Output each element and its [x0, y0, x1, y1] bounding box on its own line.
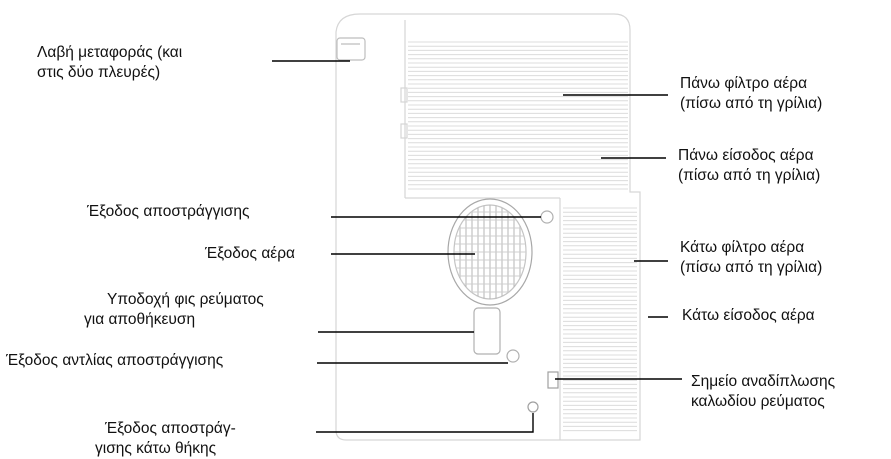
- lower-air-grille: [563, 207, 637, 432]
- label-drain-outlet: Έξοδος αποστράγγισης: [87, 202, 249, 222]
- label-line: Έξοδος αποστράγγισης: [87, 203, 250, 220]
- label-line: (πίσω από τη γρίλια): [678, 167, 821, 184]
- label-line: Κάτω είσοδος αέρα: [682, 307, 815, 324]
- side-slots: [400, 87, 408, 139]
- label-lower-filter: Κάτω φίλτρο αέρα (πίσω από τη γρίλια): [680, 238, 822, 278]
- cord-wrap-hook: [547, 371, 559, 389]
- label-line: Έξοδος αέρα: [205, 245, 295, 262]
- label-line: Λαβή μεταφοράς (και: [37, 44, 183, 61]
- upper-air-grille: [408, 41, 628, 190]
- device-body: [335, 13, 641, 441]
- label-line: καλωδίου ρεύματος: [691, 393, 825, 410]
- label-plug-storage: Υποδοχή φις ρεύματος για αποθήκευση: [84, 290, 264, 330]
- plug-storage-socket: [473, 307, 501, 355]
- label-line: για αποθήκευση: [84, 311, 196, 328]
- label-carry-handle: Λαβή μεταφοράς (και στις δύο πλευρές): [37, 43, 182, 83]
- label-air-outlet: Έξοδος αέρα: [205, 244, 295, 264]
- label-line: Έξοδος αντλίας αποστράγγισης: [6, 352, 224, 369]
- drain-outlet-port: [540, 210, 554, 224]
- label-bottom-drain: Έξοδος αποστράγ- γισης κάτω θήκης: [95, 419, 236, 459]
- label-line: Πάνω είσοδος αέρα: [678, 147, 814, 164]
- leader-lines: [272, 60, 682, 433]
- carry-handle: [336, 37, 366, 61]
- label-line: στις δύο πλευρές): [37, 64, 161, 81]
- label-cord-wrap: Σημείο αναδίπλωσης καλωδίου ρεύματος: [691, 372, 835, 412]
- label-line: (πίσω από τη γρίλια): [680, 259, 823, 276]
- air-outlet-louvres: [454, 205, 526, 299]
- label-pump-drain: Έξοδος αντλίας αποστράγγισης: [6, 351, 223, 371]
- label-line: Σημείο αναδίπλωσης: [691, 373, 836, 390]
- bottom-drain-port: [527, 401, 539, 413]
- label-line: Έξοδος αποστράγ-: [105, 420, 236, 437]
- label-line: Υποδοχή φις ρεύματος: [107, 291, 264, 308]
- label-line: (πίσω από τη γρίλια): [680, 95, 823, 112]
- label-line: Κάτω φίλτρο αέρα: [680, 239, 805, 256]
- label-lower-inlet: Κάτω είσοδος αέρα: [682, 306, 815, 326]
- pump-drain-port: [506, 349, 520, 363]
- leader-bottom-drain: [316, 413, 534, 433]
- label-upper-filter: Πάνω φίλτρο αέρα (πίσω από τη γρίλια): [680, 74, 822, 114]
- label-upper-inlet: Πάνω είσοδος αέρα (πίσω από τη γρίλια): [678, 146, 820, 186]
- label-line: γισης κάτω θήκης: [95, 440, 217, 457]
- label-line: Πάνω φίλτρο αέρα: [680, 75, 808, 92]
